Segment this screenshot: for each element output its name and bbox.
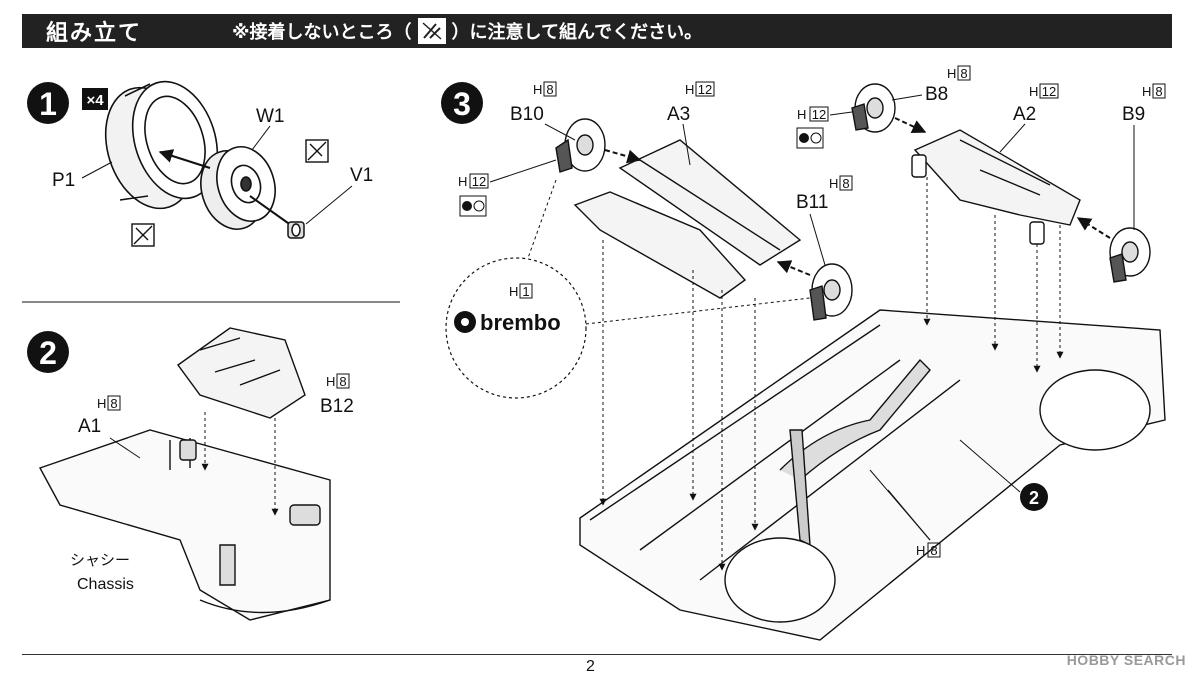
- color-prefix-b10: H: [533, 82, 542, 97]
- color-prefix-b12: H: [326, 374, 335, 389]
- chassis-label-jp: シャシー: [70, 551, 130, 569]
- no-glue-icon: [305, 139, 329, 163]
- color-prefix-a1: H: [97, 396, 106, 411]
- disc-b8-drawing: [851, 83, 896, 133]
- color-code-b11: 8: [842, 176, 849, 191]
- color-code-decal: 1: [522, 284, 529, 299]
- step-2: 2 B12 H 8 A1 H 8 シャシー Chassis: [27, 327, 354, 621]
- paint-mix-icon: [459, 195, 487, 217]
- color-prefix-a3: H: [685, 82, 694, 97]
- color-code-b12: 8: [339, 374, 346, 389]
- section-title: 組み立て: [46, 21, 143, 46]
- brembo-logo-text: brembo: [480, 310, 561, 335]
- step-3-badge: [441, 82, 483, 124]
- glue-note-prefix: ※接着しないところ（: [232, 22, 412, 43]
- color-code-b8: 8: [960, 66, 967, 81]
- step-1-badge: [27, 82, 69, 124]
- color-prefix-b8: H: [947, 66, 956, 81]
- part-label-a3: A3: [667, 104, 690, 125]
- step-1-number: 1: [39, 86, 57, 122]
- color-code-a1: 8: [110, 396, 117, 411]
- tire-p1-drawing: [104, 80, 219, 210]
- color-prefix-b9: H: [1142, 84, 1151, 99]
- color-prefix-exhaust: H: [916, 543, 925, 558]
- step-3: 3: [441, 65, 1166, 641]
- part-label-a1: A1: [78, 416, 101, 437]
- color-prefix-b11: H: [829, 176, 838, 191]
- step-3-number: 3: [453, 86, 471, 122]
- step-2-badge: [27, 331, 69, 373]
- step-2-number: 2: [39, 335, 57, 371]
- part-a2-drawing: [911, 129, 1081, 245]
- color-code-exhaust: 8: [930, 543, 937, 558]
- no-glue-icon: [417, 18, 446, 44]
- color-code-caliper-left: 12: [472, 174, 486, 189]
- color-code-caliper-right: 12: [812, 107, 826, 122]
- color-prefix-caliper-left: H: [458, 174, 467, 189]
- quantity-badge: [82, 88, 108, 110]
- ref-step-2-badge: [1020, 483, 1048, 511]
- color-code-a3: 12: [698, 82, 712, 97]
- chassis-label-en: Chassis: [77, 576, 134, 593]
- color-prefix-a2: H: [1029, 84, 1038, 99]
- chassis-drawing: [38, 429, 331, 621]
- paint-mix-icon: [796, 127, 824, 149]
- disc-b9-drawing: [1109, 227, 1151, 283]
- disc-b10-drawing: [555, 118, 606, 173]
- part-label-b8: B8: [925, 84, 948, 105]
- part-label-a2: A2: [1013, 104, 1036, 125]
- part-label-v1: V1: [350, 165, 373, 186]
- chassis-step3-drawing: [579, 309, 1166, 641]
- part-label-w1: W1: [256, 106, 285, 127]
- part-label-b12: B12: [320, 396, 354, 417]
- color-code-b9: 8: [1155, 84, 1162, 99]
- wheel-w1-drawing: [200, 146, 276, 230]
- footer-divider: [22, 654, 1172, 655]
- section-header: 組み立て ※接着しないところ（ ）に注意して組んでください。: [22, 14, 1172, 48]
- glue-note-suffix: ）に注意して組んでください。: [451, 22, 703, 43]
- color-prefix-decal: H: [509, 284, 518, 299]
- part-label-b11: B11: [796, 192, 828, 213]
- color-code-a2: 12: [1042, 84, 1056, 99]
- disc-b11-drawing: [809, 263, 853, 321]
- brembo-decal-callout: H 1 brembo: [445, 179, 811, 399]
- part-label-b10: B10: [510, 104, 544, 125]
- part-a3-drawing: [573, 139, 802, 299]
- color-prefix-caliper-right: H: [797, 107, 806, 122]
- cap-v1-drawing: [287, 221, 305, 239]
- quantity-label: ×4: [86, 92, 104, 109]
- page-number: 2: [586, 658, 595, 675]
- ref-step-2-number: 2: [1029, 488, 1039, 508]
- step-1: 1 ×4 P1 W1 V1: [27, 80, 373, 247]
- part-b12-drawing: [177, 327, 306, 419]
- watermark: HOBBY SEARCH: [1066, 652, 1186, 668]
- glue-note: ※接着しないところ（ ）に注意して組んでください。: [232, 18, 702, 44]
- color-code-b10: 8: [546, 82, 553, 97]
- part-label-p1: P1: [52, 170, 75, 191]
- no-glue-icon: [131, 223, 155, 247]
- part-label-b9: B9: [1122, 104, 1145, 125]
